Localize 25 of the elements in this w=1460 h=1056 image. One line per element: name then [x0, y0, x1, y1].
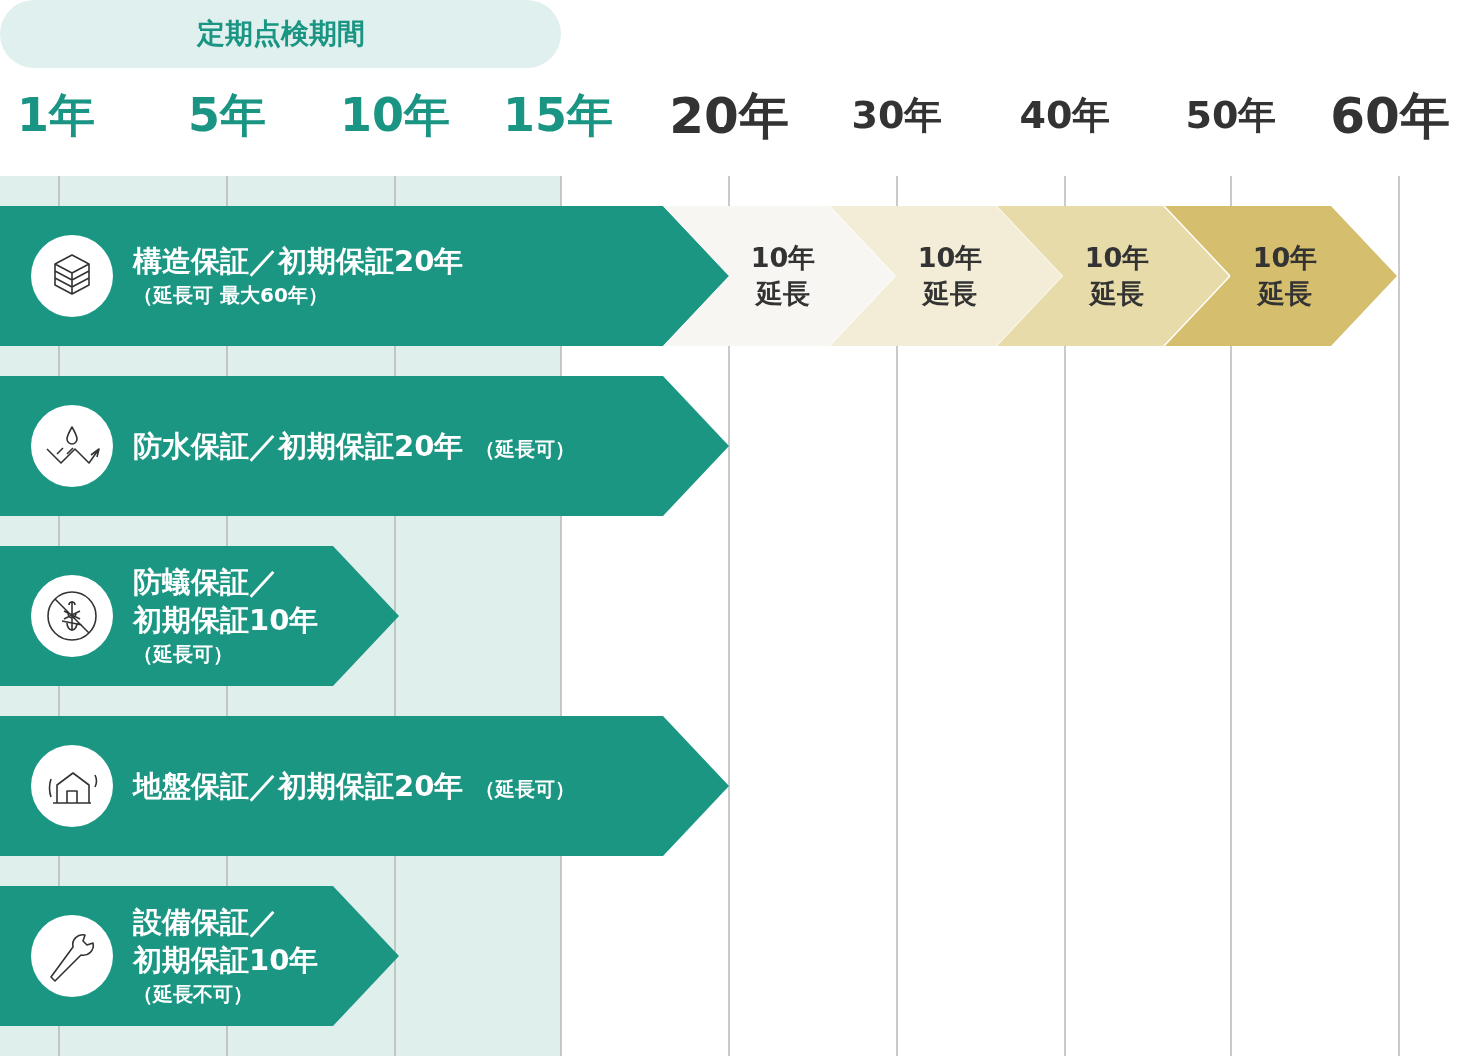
warranty-note: （延長可）: [475, 436, 576, 463]
year-label: 5年: [187, 88, 267, 144]
warranty-title: 防水保証／初期保証20年: [133, 428, 464, 465]
extension-label: 10年延長: [1251, 241, 1319, 311]
year-label: 15年: [502, 88, 614, 144]
year-label: 1年: [16, 88, 96, 144]
warranty-note: （延長可）: [475, 776, 576, 803]
warranty-title: 設備保証／初期保証10年: [133, 904, 319, 979]
year-label: 10年: [339, 88, 451, 144]
band-label: 定期点検期間: [196, 16, 365, 52]
warranty-title: 防蟻保証／初期保証10年: [133, 564, 319, 639]
extension-label: 10年延長: [916, 241, 984, 311]
year-label: 50年: [1184, 93, 1278, 139]
extension-label: 10年延長: [749, 241, 817, 311]
warranty-note: （延長可）: [133, 641, 234, 668]
warranty-note: （延長可 最大60年）: [133, 282, 329, 309]
warranty-title: 構造保証／初期保証20年: [133, 243, 464, 280]
warranty-note: （延長不可）: [133, 981, 254, 1008]
year-label: 60年: [1329, 86, 1451, 146]
year-label: 30年: [850, 93, 944, 139]
extension-label: 10年延長: [1083, 241, 1151, 311]
year-label: 40年: [1018, 93, 1112, 139]
warranty-title: 地盤保証／初期保証20年: [133, 768, 464, 805]
period-band: [0, 0, 561, 68]
year-label: 20年: [668, 86, 790, 146]
